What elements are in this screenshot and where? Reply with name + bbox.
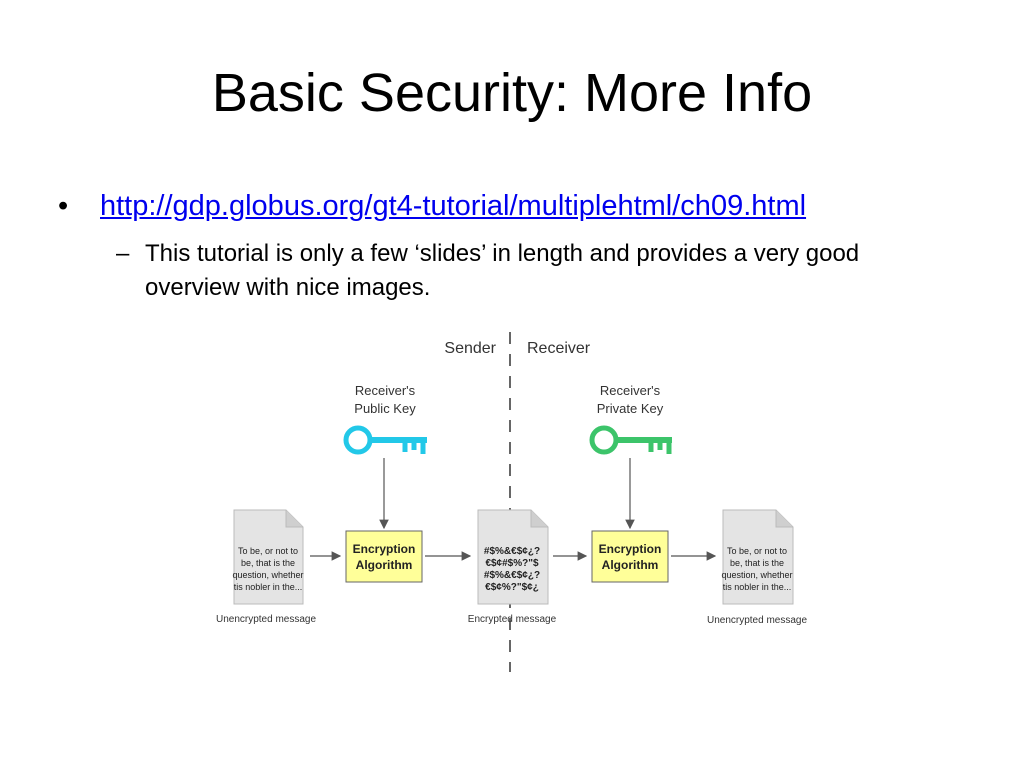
public-key-label-line2: Public Key <box>354 401 416 416</box>
doc-line: #$%&€$¢¿? <box>484 570 540 581</box>
bullet-item: • http://gdp.globus.org/gt4-tutorial/mul… <box>58 190 806 223</box>
doc-line: question, whether <box>232 570 303 580</box>
doc-line: tis nobler in the... <box>234 582 303 592</box>
public-key-icon <box>343 425 427 455</box>
doc-line: be, that is the <box>241 558 295 568</box>
private-key-icon <box>589 425 672 455</box>
public-key-label-line1: Receiver's <box>355 383 416 398</box>
receiver-label: Receiver <box>527 340 591 357</box>
encryption-algorithm-box-sender: Encryption Algorithm <box>345 530 423 583</box>
doc-line: To be, or not to <box>727 546 787 556</box>
plaintext-document-left: To be, or not to be, that is the questio… <box>232 509 304 605</box>
sender-label: Sender <box>444 340 496 357</box>
tutorial-link[interactable]: http://gdp.globus.org/gt4-tutorial/multi… <box>100 190 807 222</box>
encrypted-caption: Encrypted message <box>468 614 557 625</box>
algorithm-label-line1: Encryption <box>353 542 416 556</box>
sub-bullet-item: – This tutorial is only a few ‘slides’ i… <box>116 237 936 305</box>
private-key-label-line1: Receiver's <box>600 383 661 398</box>
bullet-marker: • <box>58 190 69 222</box>
doc-line: question, whether <box>721 570 792 580</box>
ciphertext-document: #$%&€$¢¿? €$¢#$%?"$ #$%&€$¢¿? €$¢%?"$¢¿ <box>477 509 549 605</box>
doc-line: #$%&€$¢¿? <box>484 546 540 557</box>
unencrypted-caption-left: Unencrypted message <box>216 614 316 625</box>
algorithm-label-line2: Algorithm <box>602 558 659 572</box>
encryption-algorithm-box-receiver: Encryption Algorithm <box>591 530 669 583</box>
doc-line: €$¢#$%?"$ <box>485 558 539 569</box>
algorithm-label-line2: Algorithm <box>356 558 413 572</box>
algorithm-label-line1: Encryption <box>599 542 662 556</box>
private-key-label-line2: Private Key <box>597 401 664 416</box>
doc-line: €$¢%?"$¢¿ <box>485 582 539 593</box>
sub-bullet-text: This tutorial is only a few ‘slides’ in … <box>145 240 860 301</box>
doc-line: tis nobler in the... <box>723 582 792 592</box>
slide-title: Basic Security: More Info <box>211 63 813 123</box>
unencrypted-caption-right: Unencrypted message <box>707 615 807 626</box>
sub-bullet-marker: – <box>116 240 130 267</box>
doc-line: To be, or not to <box>238 546 298 556</box>
doc-line: be, that is the <box>730 558 784 568</box>
plaintext-document-right: To be, or not to be, that is the questio… <box>721 509 794 605</box>
